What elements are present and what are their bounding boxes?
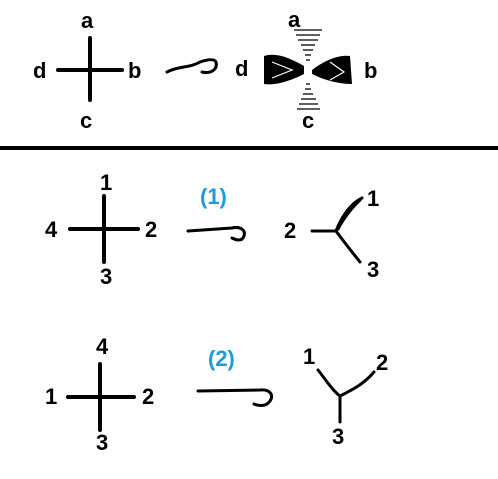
row1-cross-label-top: 1 bbox=[100, 170, 112, 195]
row1-result-label-lower-right: 3 bbox=[367, 257, 379, 282]
row1-cross-label-right: 2 bbox=[145, 217, 157, 242]
row2-result-label-upper-right: 2 bbox=[376, 350, 388, 375]
row2-result-label-bottom: 3 bbox=[332, 424, 344, 449]
top-solid-wedge-left-texture bbox=[271, 61, 294, 79]
row1-result-bond-lower bbox=[334, 229, 362, 264]
top-wedge-label-a: a bbox=[288, 7, 301, 32]
top-solid-wedge-left bbox=[264, 54, 304, 85]
row2-result-label-upper-left: 1 bbox=[303, 344, 315, 369]
top-cross-label-d: d bbox=[33, 58, 46, 83]
top-hashed-bond-down bbox=[297, 83, 320, 110]
top-wedge-label-b: b bbox=[364, 58, 377, 83]
row1-result-structure bbox=[310, 196, 364, 264]
top-cross-label-b: b bbox=[128, 58, 141, 83]
top-cross-label-a: a bbox=[81, 8, 94, 33]
top-hashed-bond-up bbox=[294, 29, 322, 61]
row2-cross-label-right: 2 bbox=[142, 384, 154, 409]
row2-transform-arrow bbox=[196, 388, 274, 408]
top-wedge-label-c: c bbox=[302, 108, 314, 133]
row1-cross-label-left: 4 bbox=[45, 217, 58, 242]
top-cross bbox=[56, 36, 124, 102]
row1-transform-arrow bbox=[186, 226, 246, 242]
top-wedge-label-d: d bbox=[235, 56, 248, 81]
top-cross-label-c: c bbox=[80, 108, 92, 133]
top-solid-wedge-right-texture bbox=[329, 61, 346, 81]
top-solid-wedge-right bbox=[312, 55, 352, 84]
row1-step-label: (1) bbox=[200, 184, 227, 209]
row1-cross-label-bottom: 3 bbox=[100, 264, 112, 289]
row1-result-label-upper-right: 1 bbox=[367, 186, 379, 211]
row2-cross-label-top: 4 bbox=[96, 334, 109, 359]
row2-step-label: (2) bbox=[208, 346, 235, 371]
row2-cross bbox=[66, 362, 136, 432]
top-wedge-projection bbox=[264, 29, 352, 110]
row2-result-bond-upper-right bbox=[338, 370, 376, 398]
row1-result-label-left: 2 bbox=[284, 218, 296, 243]
row2-cross-label-bottom: 3 bbox=[96, 430, 108, 455]
row1-result-bond-upper-wedge bbox=[336, 198, 362, 231]
row2-cross-label-left: 1 bbox=[45, 384, 57, 409]
row1-cross bbox=[68, 194, 140, 264]
row2-result-structure bbox=[316, 368, 376, 424]
top-transform-arrow bbox=[165, 58, 218, 74]
row2-result-bond-upper-left bbox=[316, 368, 342, 398]
